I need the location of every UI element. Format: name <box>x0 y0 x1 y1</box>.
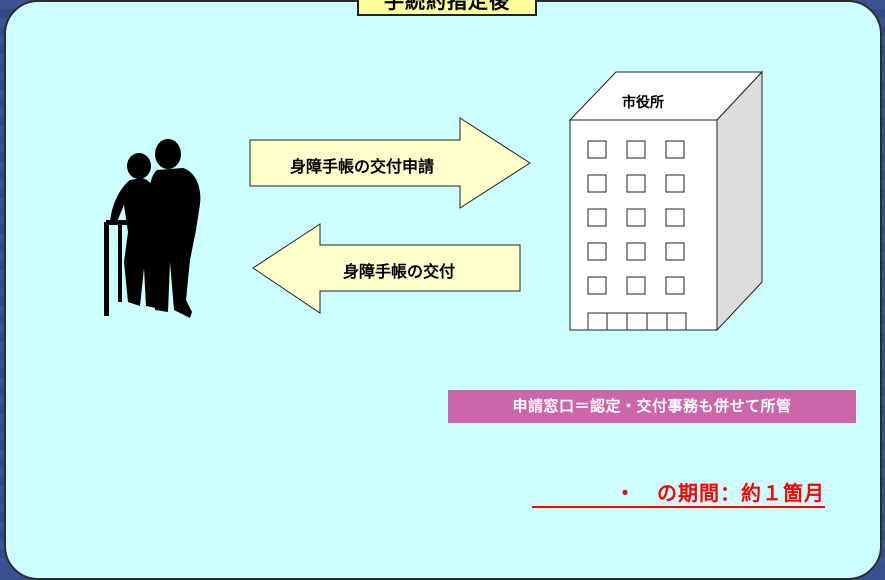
building-entrance <box>587 312 687 331</box>
title-text: 手続約指定後 <box>384 0 510 13</box>
application-arrow <box>249 117 531 209</box>
issuance-label: 身障手帳の交付 <box>343 262 456 281</box>
application-window-text: 申請窓口＝認定・交付事務も併せて所管 <box>512 397 792 415</box>
elderly-people-silhouette <box>104 139 201 318</box>
city-hall-building <box>568 70 764 332</box>
building-windows <box>587 140 685 295</box>
application-window-note: 申請窓口＝認定・交付事務も併せて所管 <box>448 390 856 423</box>
issuance-arrow <box>252 223 521 314</box>
city-hall-label: 市役所 <box>622 95 664 111</box>
title-box: 手続約指定後 <box>357 0 537 16</box>
diagram-canvas <box>104 70 764 332</box>
application-label: 身障手帳の交付申請 <box>290 157 435 176</box>
period-note: ・ の期間：約１箇月 <box>532 480 825 508</box>
